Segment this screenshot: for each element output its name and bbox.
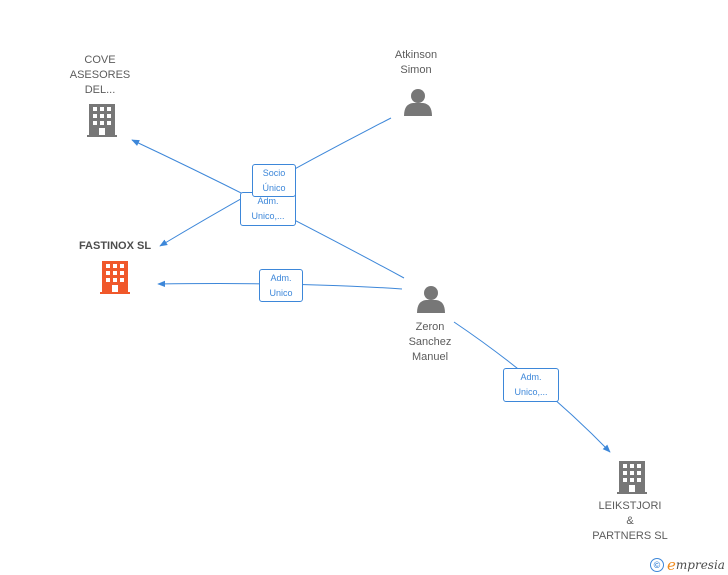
edge-label-line: Socio <box>262 168 286 178</box>
node-label-line: LEIKSTJORI <box>598 500 662 512</box>
person-icon[interactable] <box>417 286 445 313</box>
edge-label-adm-unico[interactable]: Adm. Unico,... <box>503 368 559 402</box>
node-label-line: PARTNERS SL <box>592 530 668 542</box>
brand-initial: e <box>667 556 676 574</box>
node-label-line: Sanchez <box>408 336 452 348</box>
edge-label-line: Adm. <box>257 196 279 206</box>
node-label-line: & <box>626 515 634 527</box>
node-label-line: Zeron <box>415 321 445 333</box>
node-label-line: Manuel <box>411 351 449 363</box>
node-label-fastinox[interactable]: FASTINOX SL <box>60 239 170 254</box>
edge-label-adm-unico[interactable]: Adm. Unico,... <box>240 192 296 226</box>
node-label-line: Simon <box>400 64 432 76</box>
edge-label-line: Adm. <box>270 273 292 283</box>
node-label-zeron[interactable]: Zeron Sanchez Manuel <box>390 320 470 365</box>
brand-name: mpresia <box>675 558 725 572</box>
edge-label-socio-unico[interactable]: Socio Único <box>252 164 296 197</box>
building-icon[interactable] <box>617 461 647 494</box>
person-icon[interactable] <box>404 89 432 116</box>
node-label-line: ASESORES <box>69 69 131 81</box>
empresia-logo[interactable]: ©empresia <box>650 556 725 574</box>
edge-label-line: Unico,... <box>251 211 285 221</box>
edge-label-line: Único <box>262 183 286 193</box>
node-label-cove[interactable]: COVE ASESORES DEL... <box>60 53 140 98</box>
node-label-line: COVE <box>84 54 116 66</box>
node-label-line: Atkinson <box>394 49 438 61</box>
edge-label-adm-unico[interactable]: Adm. Unico <box>259 269 303 302</box>
edge-label-line: Unico,... <box>514 387 548 397</box>
node-label-atkinson[interactable]: Atkinson Simon <box>376 48 456 78</box>
building-icon[interactable] <box>87 104 117 137</box>
edge-label-line: Adm. <box>520 372 542 382</box>
edge-label-line: Unico <box>269 288 293 298</box>
node-label-leikstjori[interactable]: LEIKSTJORI & PARTNERS SL <box>580 499 680 544</box>
node-label-line: DEL... <box>84 84 116 96</box>
building-icon[interactable] <box>100 261 130 294</box>
node-label-line: FASTINOX SL <box>78 240 152 252</box>
copyright-icon: © <box>650 558 664 572</box>
